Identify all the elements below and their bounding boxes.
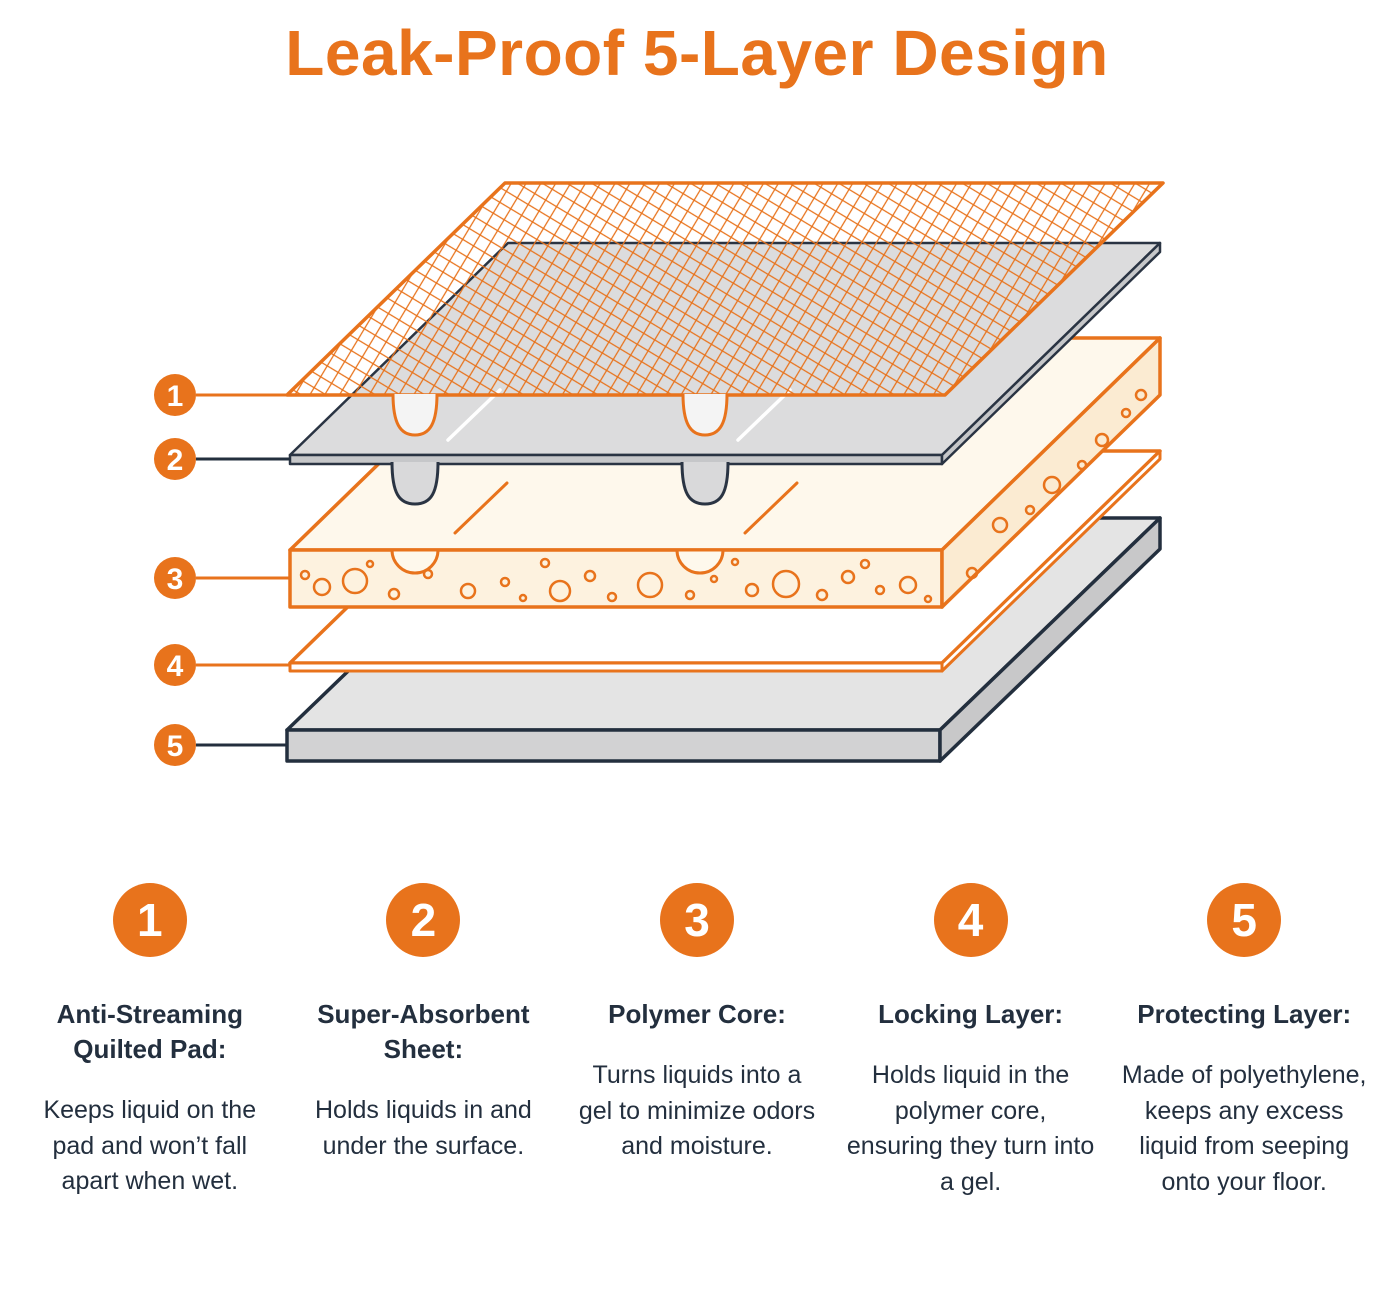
callout-2: 2 [154, 438, 291, 481]
layer-3-number-label: 3 [684, 894, 710, 947]
exploded-layer-diagram: 1 2 3 4 5 [154, 181, 1165, 767]
layer-descriptions: 1 Anti-Streaming Quilted Pad: Keeps liqu… [0, 795, 1394, 1200]
layer-4-number-label: 4 [957, 894, 984, 947]
page-title: Leak-Proof 5-Layer Design [285, 17, 1109, 89]
layer-summary-5: 5 Protecting Layer: Made of polyethylene… [1120, 883, 1368, 1200]
callout-1-number: 1 [167, 380, 184, 413]
layer-3-heading: Polymer Core: [608, 999, 786, 1030]
polymer-bubbles-side [965, 388, 1148, 580]
callout-5-badge [154, 724, 196, 767]
callout-2-number: 2 [167, 444, 184, 477]
callout-3-badge [154, 557, 196, 600]
layer-1-heading: Anti-Streaming Quilted Pad: [56, 999, 243, 1065]
callout-4-number: 4 [167, 650, 184, 683]
layer-5-number-badge: 5 [1207, 883, 1282, 958]
layer-5-heading: Protecting Layer: [1137, 999, 1352, 1030]
layer-5-description: Made of polyethylene, keeps any excess l… [1121, 1061, 1367, 1196]
layer-3-number-badge: 3 [659, 883, 734, 958]
callout-5: 5 [154, 724, 288, 767]
layer-2-number-badge: 2 [386, 883, 461, 958]
infographic-page: Leak-Proof 5-Layer Design [0, 12, 1394, 1300]
layer-summary-4: 4 Locking Layer: Holds liquid in the pol… [847, 883, 1095, 1200]
layer-summary-2: 2 Super-Absorbent Sheet: Holds liquids i… [300, 883, 548, 1200]
layer-summary-3: 3 Polymer Core: Turns liquids into a gel… [573, 883, 821, 1200]
layer-5-number-label: 5 [1231, 894, 1257, 947]
layer-summary-1: 1 Anti-Streaming Quilted Pad: Keeps liqu… [26, 883, 274, 1200]
layer-1-number-badge: 1 [112, 883, 187, 958]
callout-1-badge [154, 374, 196, 417]
polymer-bubbles-front [299, 557, 933, 604]
layer-2-description: Holds liquids in and under the surface. [314, 1096, 532, 1160]
callout-2-badge [154, 438, 196, 481]
callout-5-number: 5 [167, 730, 184, 763]
layer-1-number-label: 1 [137, 894, 163, 947]
layer-4-heading: Locking Layer: [878, 999, 1064, 1030]
callout-4: 4 [154, 644, 291, 687]
layer-4-description: Holds liquid in the polymer core, ensuri… [846, 1061, 1095, 1196]
layer-4-number-badge: 4 [933, 883, 1008, 958]
layer-1-quilted-mesh [285, 181, 1165, 437]
layer-3-description: Turns liquids into a gel to minimize odo… [578, 1061, 816, 1161]
layer-1-description: Keeps liquid on the pad and won’t fall a… [43, 1096, 257, 1196]
layer-2-number-label: 2 [410, 894, 437, 947]
callout-3-number: 3 [167, 563, 184, 596]
callout-4-badge [154, 644, 196, 687]
callout-3: 3 [154, 557, 291, 600]
layer-2-heading: Super-Absorbent Sheet: [317, 999, 530, 1065]
callout-1: 1 [154, 374, 291, 417]
